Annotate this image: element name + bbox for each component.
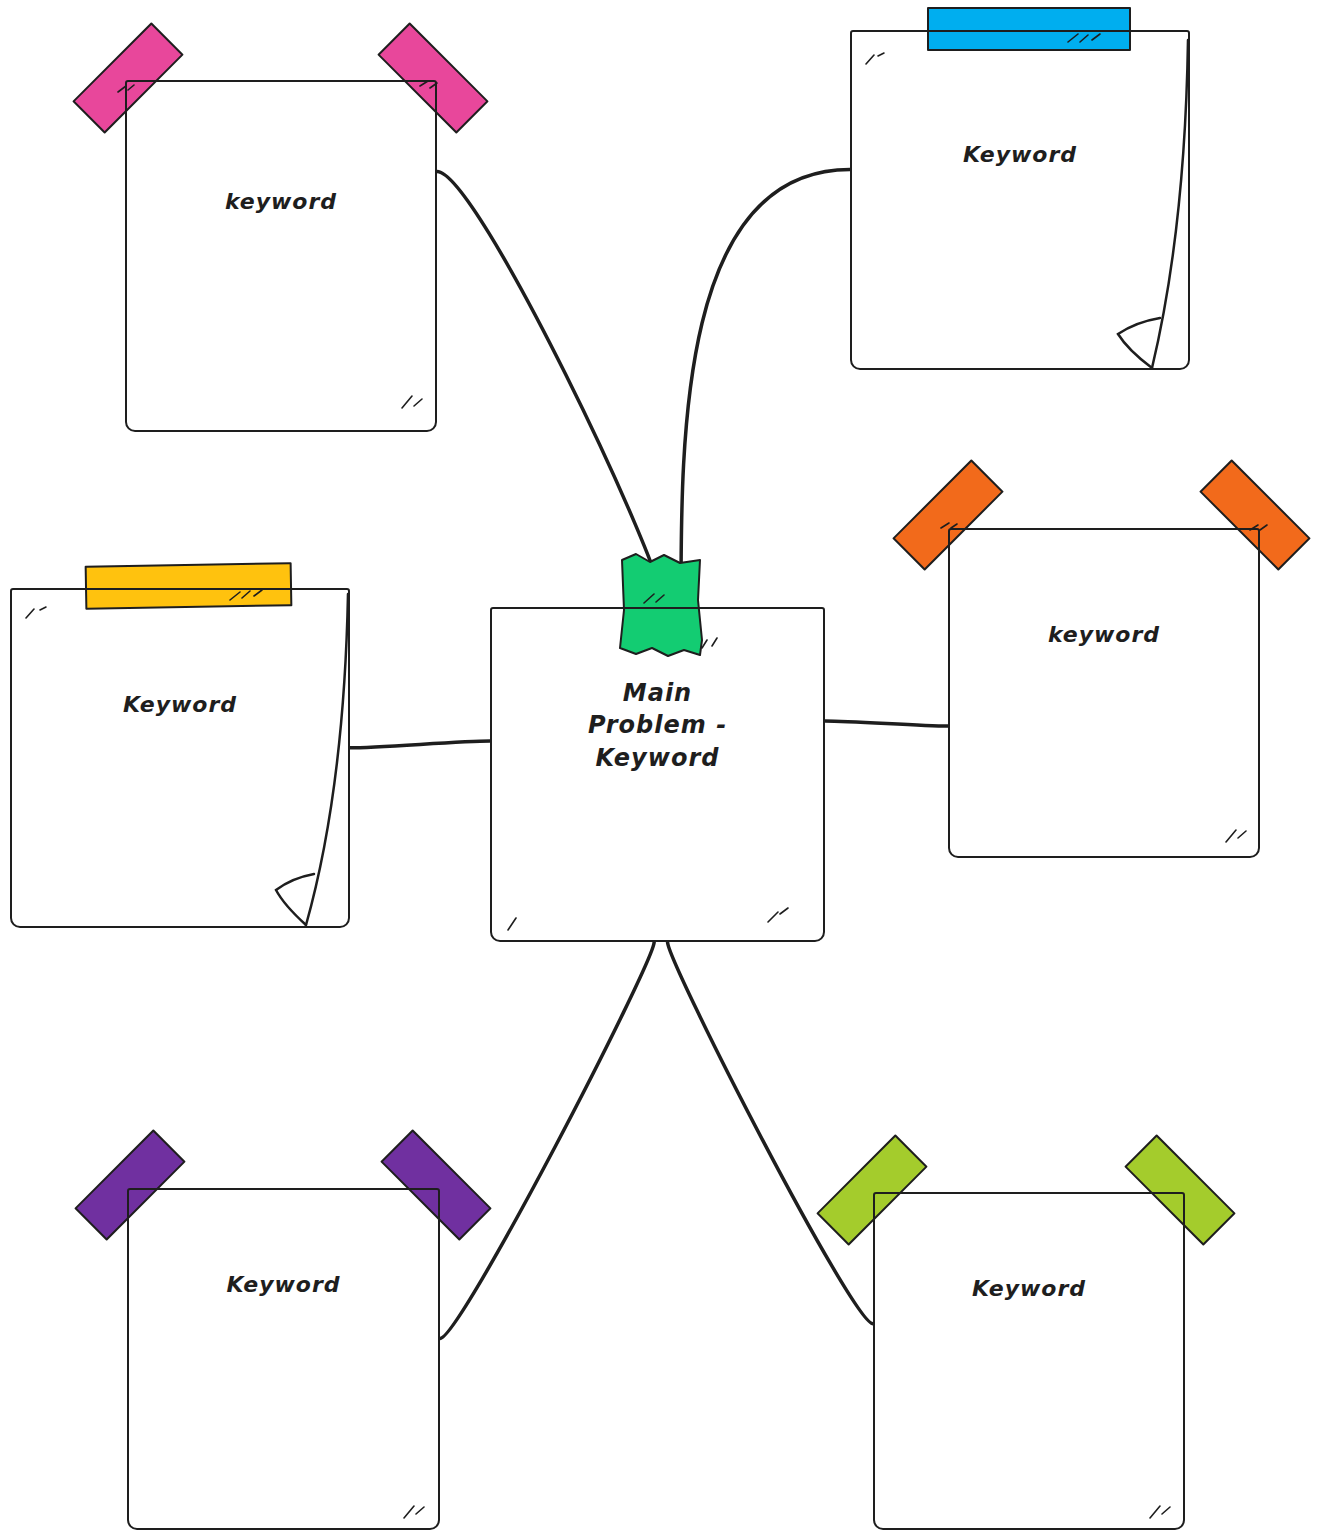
note-keyword: Keyword [30, 690, 330, 720]
connector-line [350, 741, 490, 748]
tape [74, 24, 183, 133]
connector-path [668, 942, 873, 1324]
connector-path [440, 942, 654, 1338]
tape [928, 8, 1130, 50]
note-keyword: Keyword [144, 1270, 424, 1300]
tape [76, 1131, 185, 1240]
tape [382, 1131, 491, 1240]
sticky-note: Keyword [873, 1192, 1185, 1530]
note-keyword: Keyword [870, 140, 1170, 170]
glare-mark [941, 523, 1267, 842]
tape [1126, 1136, 1235, 1245]
tape [1201, 461, 1310, 570]
sticky-note: keyword [125, 80, 437, 432]
page-curl [1118, 318, 1160, 368]
note-keyword: keyword [964, 620, 1244, 650]
sticky-note: Main Problem -Keyword [490, 607, 825, 942]
connector-line [437, 172, 664, 607]
tape [379, 24, 488, 133]
connector-path [350, 741, 490, 748]
connector-line [440, 942, 654, 1338]
note-keyword: Main Problem -Keyword [575, 677, 740, 774]
glare-mark [118, 81, 437, 92]
connector-line [668, 942, 873, 1324]
sticky-note: Keyword [10, 588, 350, 928]
note-keyword: keyword [141, 187, 421, 217]
sticky-note: Keyword [850, 30, 1190, 370]
sticky-note: keyword [948, 528, 1260, 858]
tape [818, 1136, 927, 1245]
glare-mark [404, 1506, 1170, 1518]
note-keyword: Keyword [889, 1274, 1169, 1304]
glare-mark [402, 396, 422, 408]
glare-mark [866, 34, 1100, 64]
connector-path [437, 172, 664, 607]
glare-mark [26, 590, 262, 618]
connector-line [681, 169, 850, 607]
tape [620, 554, 702, 656]
connector-path [825, 721, 948, 726]
page-curl [276, 874, 314, 925]
connector-path [681, 169, 850, 607]
glare-mark [508, 594, 788, 930]
tape [86, 563, 292, 609]
sticky-note: Keyword [127, 1188, 440, 1530]
connector-line [825, 721, 948, 726]
